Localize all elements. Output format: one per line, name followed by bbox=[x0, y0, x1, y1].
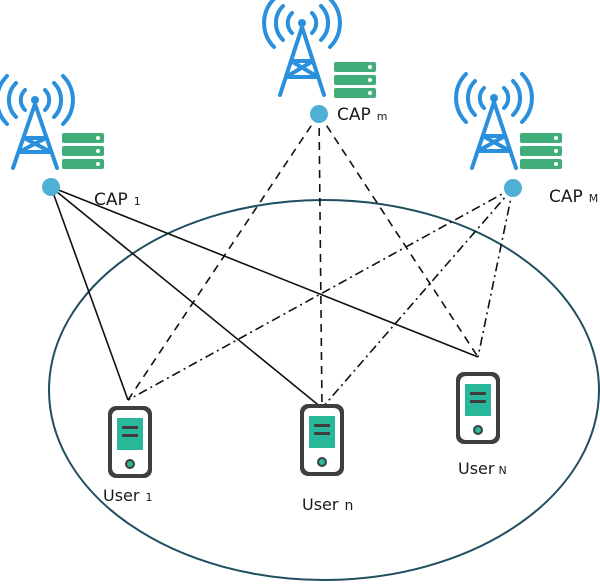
links-layer bbox=[50, 113, 514, 409]
cap-M-node bbox=[504, 179, 522, 197]
smartphone-icon bbox=[108, 406, 152, 478]
tower-icon bbox=[262, 0, 342, 97]
cap-m-node bbox=[310, 105, 328, 123]
link-capM-usern bbox=[321, 187, 514, 409]
server-icon bbox=[62, 133, 104, 169]
link-cap1-userN bbox=[50, 186, 479, 358]
tower-icon bbox=[0, 74, 75, 170]
smartphone-icon bbox=[456, 372, 500, 444]
server-icon bbox=[334, 62, 376, 98]
cap-1-node bbox=[42, 178, 60, 196]
coverage-ellipse bbox=[48, 199, 600, 581]
link-cap1-user1 bbox=[50, 186, 129, 401]
smartphone-icon bbox=[300, 404, 344, 476]
link-capm-usern bbox=[318, 113, 323, 409]
server-icon bbox=[520, 133, 562, 169]
link-capm-user1 bbox=[127, 113, 320, 401]
link-capm-userN bbox=[318, 113, 479, 358]
tower-icon bbox=[454, 72, 534, 170]
link-capM-userN bbox=[477, 187, 514, 358]
link-capM-user1 bbox=[127, 187, 514, 401]
link-cap1-usern bbox=[50, 186, 323, 409]
